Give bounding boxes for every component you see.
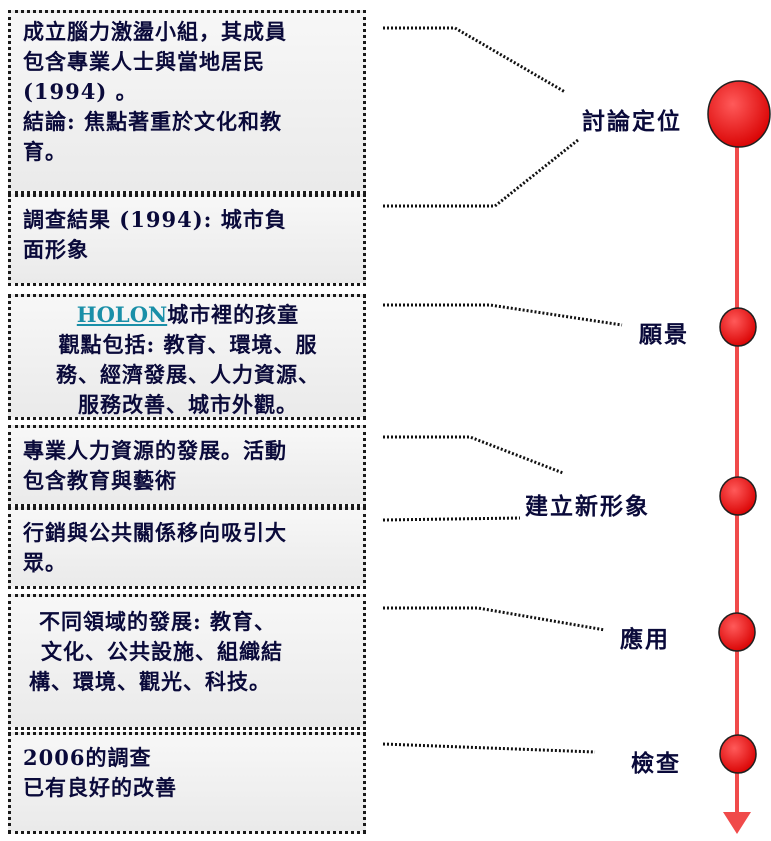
- box-line: (1994) 。: [23, 79, 138, 104]
- box-line: 文化、公共設施、組織結: [41, 639, 283, 664]
- connector-line: [383, 303, 623, 327]
- box-line: 務、經濟發展、人力資源、: [56, 362, 320, 387]
- stage-node-2: [719, 307, 757, 347]
- box-line: 面形象: [23, 237, 89, 262]
- step-box-survey-2006: 2006的調查 已有良好的改善: [8, 732, 366, 834]
- box-line: 包含專業人士與當地居民: [23, 49, 265, 74]
- step-box-survey-1994: 調查結果 (1994): 城市負 面形象: [8, 194, 366, 286]
- stage-label-5: 檢查: [631, 750, 681, 777]
- step-box-marketing: 行銷與公共關係移向吸引大 眾。: [8, 507, 366, 589]
- holon-link[interactable]: HOLON: [76, 302, 168, 327]
- connector-line: [382, 516, 521, 522]
- step-box-applications: 不同領域的發展: 教育、 文化、公共設施、組織結 構、環境、觀光、科技。: [8, 594, 366, 730]
- box-line: 城市裡的孩童: [167, 302, 300, 327]
- step-box-vision: HOLON城市裡的孩童 觀點包括: 教育、環境、服 務、經濟發展、人力資源、 服…: [8, 294, 366, 420]
- box-line: 2006的調查: [23, 745, 152, 770]
- connector-line: [383, 138, 579, 208]
- stage-label-2: 願景: [639, 321, 689, 348]
- box-line: 專業人力資源的發展。活動: [23, 438, 287, 463]
- timeline-arrowhead: [723, 812, 751, 834]
- box-line: 結論: 焦點著重於文化和教: [23, 109, 283, 134]
- connector-line: [383, 26, 566, 94]
- step-box-hr-development: 專業人力資源的發展。活動 包含教育與藝術: [8, 425, 366, 507]
- box-line: 調查結果 (1994): 城市負: [23, 207, 287, 232]
- box-line: 不同領域的發展: 教育、: [39, 609, 277, 634]
- box-line: 服務改善、城市外觀。: [78, 392, 298, 417]
- box-line: 行銷與公共關係移向吸引大: [23, 520, 287, 545]
- box-line: 育。: [23, 139, 67, 164]
- connector-line: [382, 742, 596, 754]
- step-box-brainstorm: 成立腦力激盪小組，其成員 包含專業人士與當地居民 (1994) 。 結論: 焦點…: [8, 10, 366, 194]
- stage-label-1: 討論定位: [582, 108, 682, 135]
- box-line: 成立腦力激盪小組，其成員: [23, 19, 287, 44]
- box-line: 觀點包括: 教育、環境、服: [58, 332, 318, 357]
- box-line: 構、環境、觀光、科技。: [29, 669, 271, 694]
- connector-line: [383, 606, 606, 632]
- stage-node-4: [718, 612, 756, 652]
- box-line: 包含教育與藝術: [23, 468, 177, 493]
- box-line: 眾。: [23, 550, 67, 575]
- stage-node-1: [707, 80, 771, 148]
- stage-node-3: [719, 476, 757, 516]
- box-line: 已有良好的改善: [23, 775, 177, 800]
- stage-label-4: 應用: [620, 626, 670, 653]
- connector-line: [383, 435, 564, 475]
- stage-label-3: 建立新形象: [525, 493, 650, 520]
- stage-node-5: [719, 734, 757, 774]
